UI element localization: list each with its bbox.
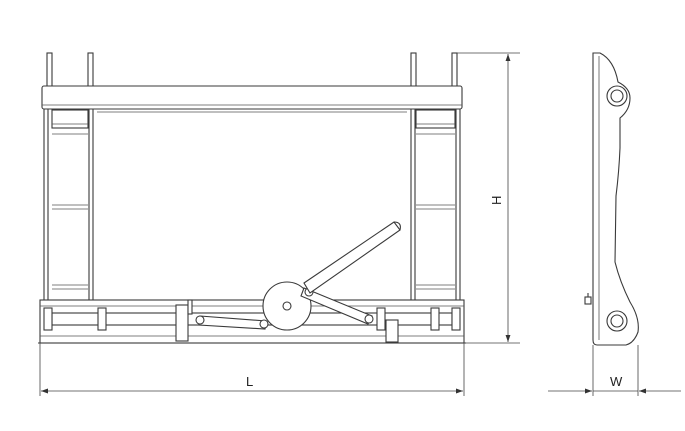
dimension-width: W bbox=[548, 345, 681, 396]
operating-handle bbox=[303, 221, 401, 294]
right-side-frame bbox=[410, 109, 461, 300]
top-pins bbox=[46, 52, 458, 88]
length-label: L bbox=[246, 374, 253, 389]
height-label: H bbox=[489, 196, 504, 205]
top-beam bbox=[41, 85, 463, 110]
dimension-height: H bbox=[457, 52, 520, 344]
left-link-arm bbox=[195, 315, 269, 330]
side-view bbox=[584, 52, 639, 346]
width-label: W bbox=[610, 374, 623, 389]
dimension-length: L bbox=[39, 343, 465, 396]
front-view bbox=[38, 52, 466, 344]
rotary-disc bbox=[262, 281, 312, 331]
left-side-frame bbox=[43, 109, 94, 300]
